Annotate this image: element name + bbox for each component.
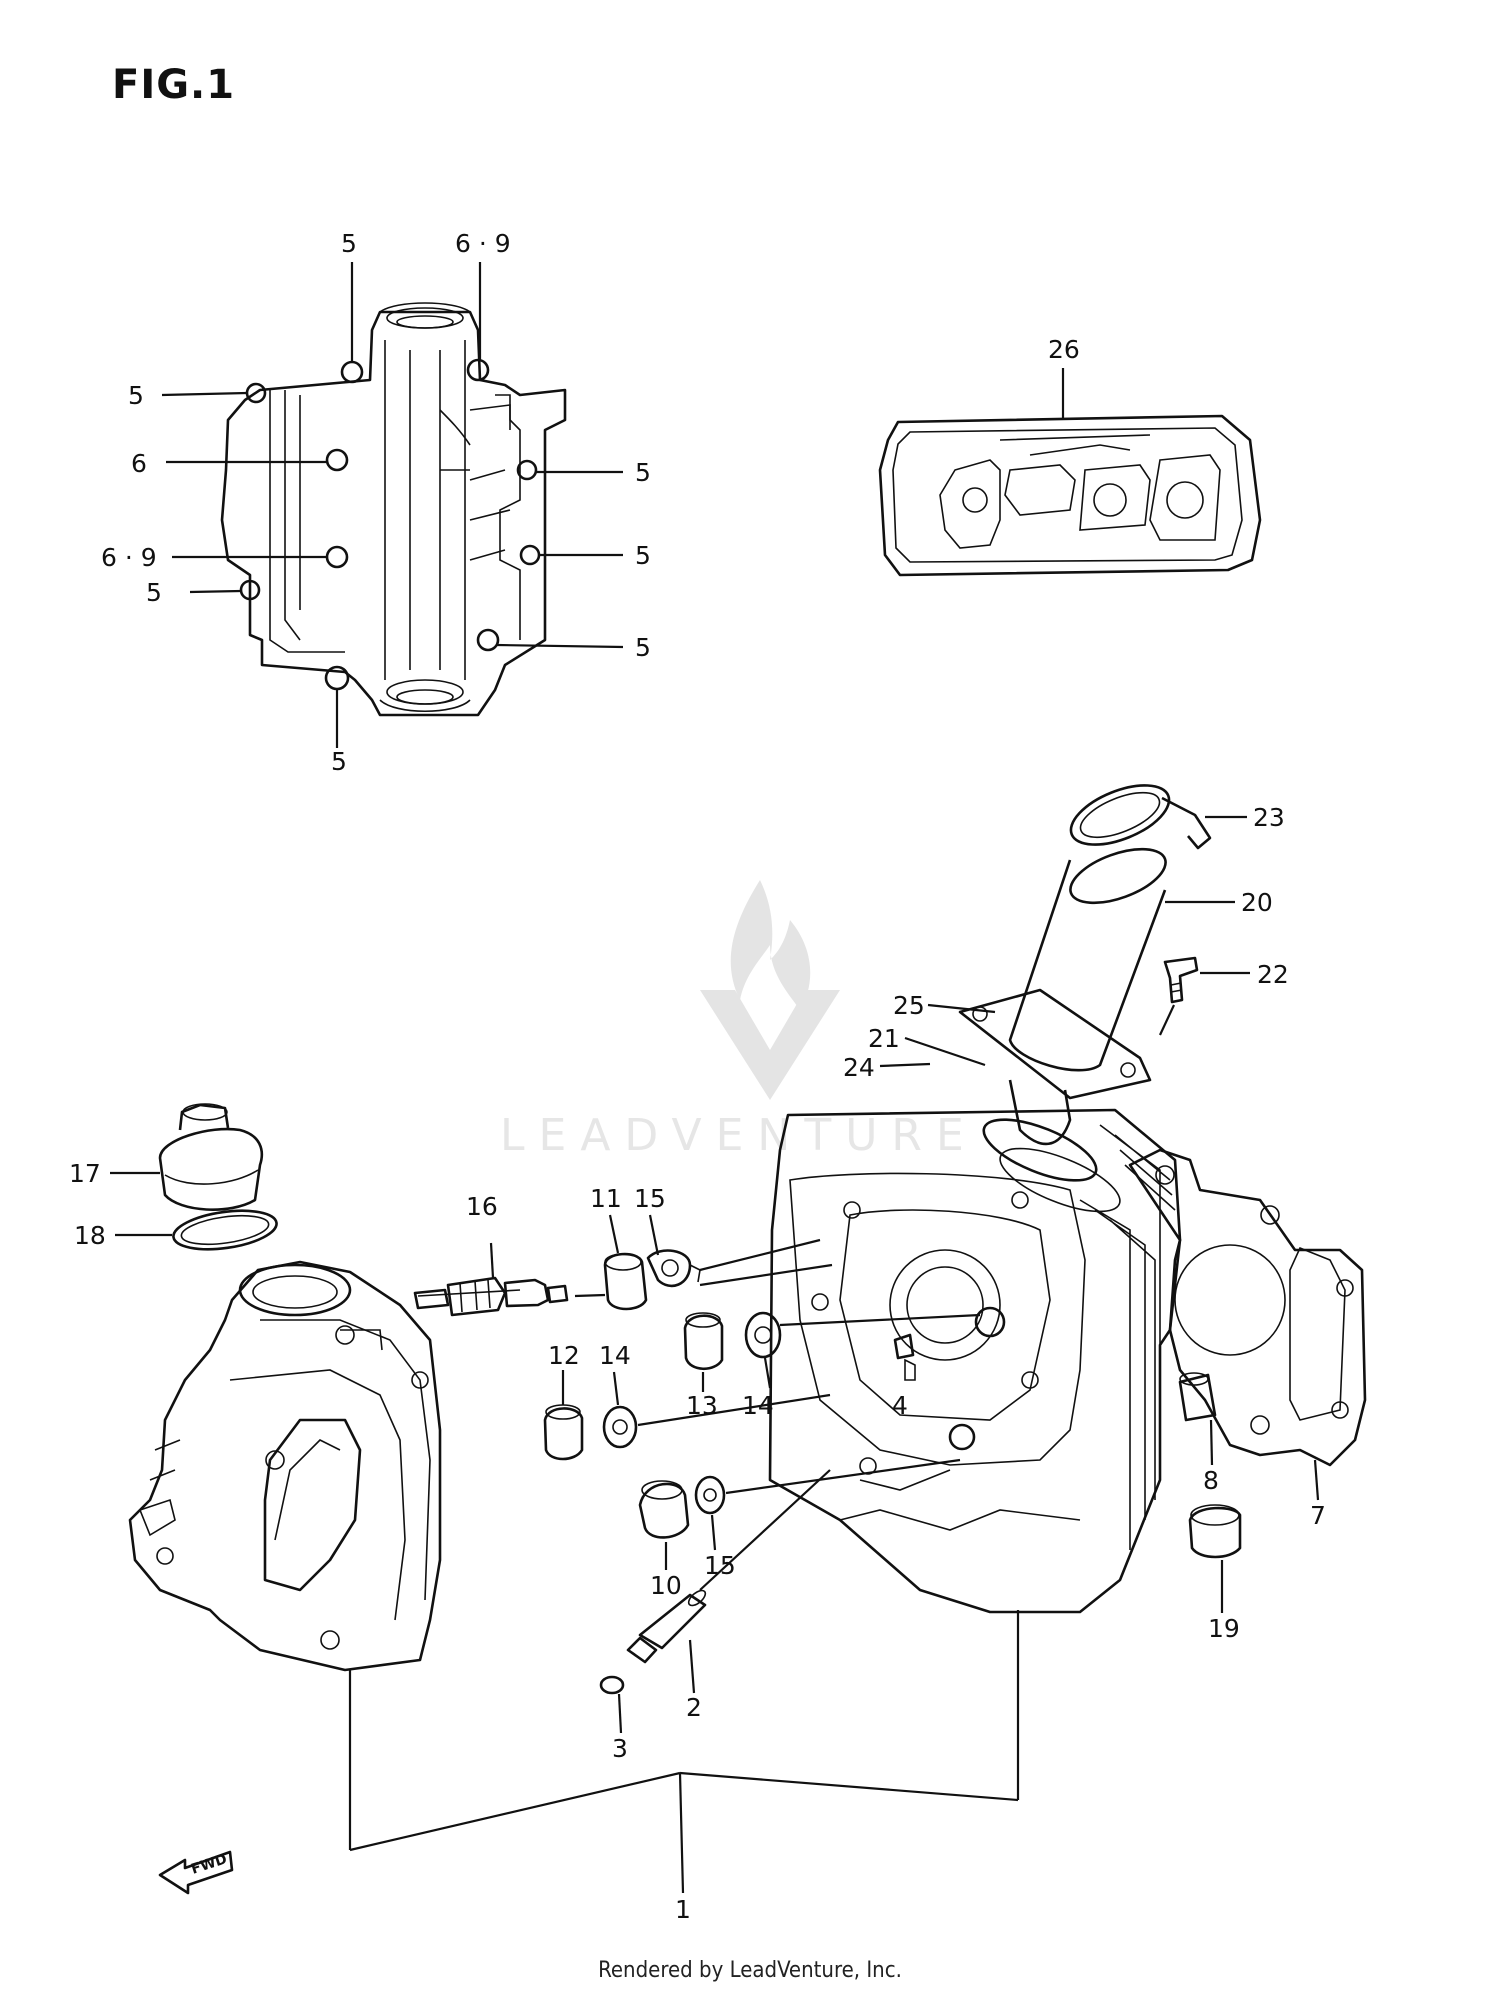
figure-title: FIG.1 <box>112 62 236 108</box>
dowel-pin-part-8 <box>1178 1372 1217 1466</box>
washer-part-15-upper <box>646 1214 833 1288</box>
cylinder-head-body <box>768 1108 1182 1614</box>
callout-23: 23 <box>1253 803 1285 832</box>
stud-part-2 <box>626 1469 831 1694</box>
callout-14-upper: 14 <box>742 1391 774 1420</box>
callout-6-9-left: 6 · 9 <box>101 543 157 572</box>
callout-20: 20 <box>1241 888 1273 917</box>
o-ring-part-18 <box>115 1209 278 1251</box>
callout-13: 13 <box>686 1391 718 1420</box>
spark-plug-part-16 <box>413 1242 606 1317</box>
plug-part-10 <box>638 1480 690 1570</box>
clip-part-3 <box>599 1675 625 1734</box>
v-logo-icon <box>700 990 840 1100</box>
stud-part-4 <box>893 1333 915 1360</box>
leadventure-watermark: LEADVENTURE <box>500 880 978 1161</box>
nut-part-12 <box>543 1370 584 1461</box>
assembly-bracket-part-1 <box>348 1610 1020 1894</box>
callout-7: 7 <box>1310 1501 1326 1530</box>
callout-17: 17 <box>69 1159 101 1188</box>
callout-22: 22 <box>1257 960 1289 989</box>
callout-1: 1 <box>675 1895 691 1924</box>
callout-6-9-top: 6 · 9 <box>455 229 511 258</box>
callout-26: 26 <box>1048 335 1080 364</box>
flame-logo-icon <box>730 880 811 1010</box>
callout-5-right-c: 5 <box>635 633 651 662</box>
cylinder-gasket-part-7 <box>1128 1148 1367 1501</box>
callout-21: 21 <box>868 1024 900 1053</box>
callout-5-right-b: 5 <box>635 541 651 570</box>
callout-19: 19 <box>1208 1614 1240 1643</box>
nut-part-11 <box>603 1214 648 1311</box>
callout-5-left-a: 5 <box>128 381 144 410</box>
callout-25: 25 <box>893 991 925 1020</box>
cap-part-19 <box>1188 1504 1242 1613</box>
callout-labels: 5 6 · 9 5 6 6 · 9 5 5 5 5 5 26 23 20 22 … <box>69 229 1326 1924</box>
callout-5-top-a: 5 <box>341 229 357 258</box>
callout-18: 18 <box>74 1221 106 1250</box>
forward-direction-arrow: FWD <box>158 1850 234 1895</box>
callout-5-bottom: 5 <box>331 747 347 776</box>
callout-10: 10 <box>650 1571 682 1600</box>
callout-5-right-a: 5 <box>635 458 651 487</box>
cylinder-head-top-view <box>220 302 567 717</box>
gasket-set-part-26 <box>878 368 1262 577</box>
callout-15-upper: 15 <box>634 1184 666 1213</box>
callout-6-left: 6 <box>131 449 147 478</box>
top-view-leaders <box>161 262 624 748</box>
callout-5-left-b: 5 <box>146 578 162 607</box>
callout-16: 16 <box>466 1192 498 1221</box>
nut-part-13 <box>683 1312 724 1392</box>
callout-15-lower: 15 <box>704 1551 736 1580</box>
callout-12: 12 <box>548 1341 580 1370</box>
render-credit: Rendered by LeadVenture, Inc. <box>598 1958 902 1983</box>
oil-filler-cap-part-17 <box>110 1103 264 1211</box>
washer-part-14-upper <box>744 1311 981 1389</box>
callout-24: 24 <box>843 1053 875 1082</box>
watermark-text: LEADVENTURE <box>500 1110 978 1161</box>
callout-11: 11 <box>590 1184 622 1213</box>
callout-3: 3 <box>612 1734 628 1763</box>
intake-pipe-assembly <box>879 784 1250 1213</box>
callout-4: 4 <box>892 1391 908 1420</box>
callout-2: 2 <box>686 1693 702 1722</box>
washer-part-15-lower <box>694 1458 961 1551</box>
washer-part-14-lower <box>602 1371 831 1449</box>
callout-8: 8 <box>1203 1466 1219 1495</box>
head-cover <box>128 1260 442 1672</box>
callout-14-lower: 14 <box>599 1341 631 1370</box>
